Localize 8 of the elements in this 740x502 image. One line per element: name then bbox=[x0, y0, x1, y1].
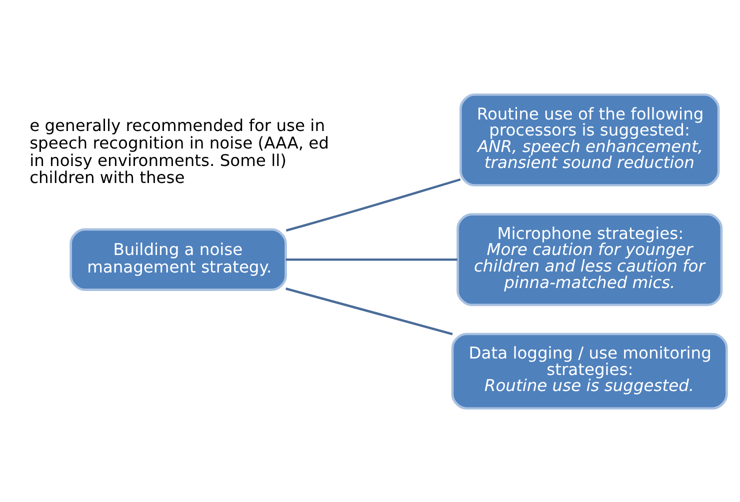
node-box: Microphone strategies: More caution for younger children and less caution for pinna-matched mics. bbox=[456, 212, 723, 306]
node-box: Routine use of the following processors is suggested: ANR, speech enhancement, transient sound reduction bbox=[459, 92, 720, 186]
node-box: Data logging / use monitoring strategies: Routine use is suggested. bbox=[451, 332, 728, 410]
connector bbox=[286, 258, 458, 260]
connector bbox=[286, 287, 453, 335]
label: e generally recommended for use in speech recognition in noise (AAA, ed in noisy environments. Some ll) children with these bbox=[30, 115, 329, 187]
connector bbox=[286, 178, 461, 232]
node-box: Building a noise management strategy. bbox=[70, 228, 287, 290]
